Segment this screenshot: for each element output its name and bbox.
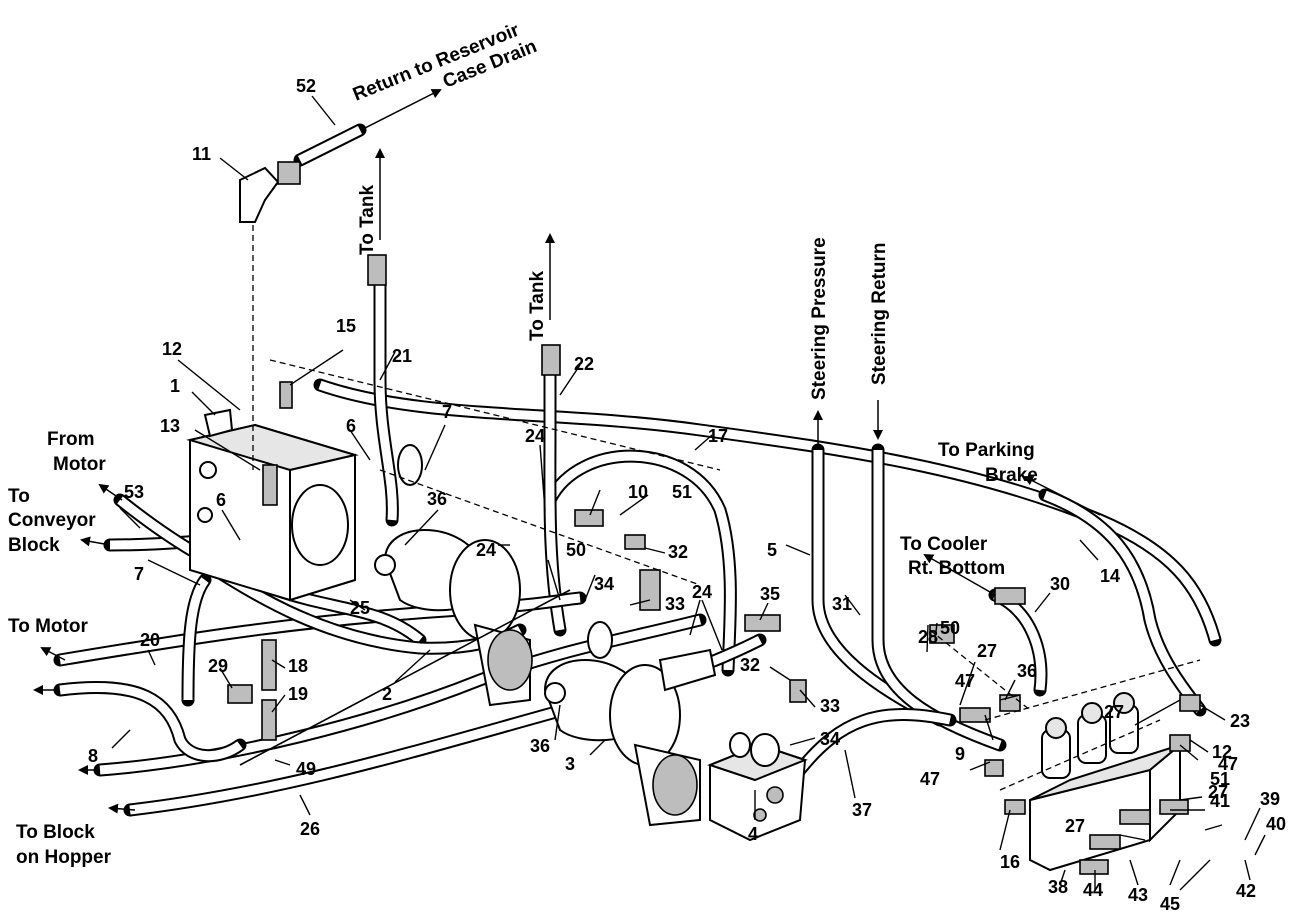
callout-44: 44 — [1083, 880, 1103, 900]
leader-lines — [111, 95, 1266, 891]
callout-35: 35 — [760, 584, 780, 604]
callout-45: 45 — [1160, 894, 1180, 914]
caption-to-tank-left: To Tank — [357, 185, 378, 255]
caption-from-motor-2: Motor — [53, 454, 106, 475]
pump-2 — [383, 529, 533, 707]
callout-20: 20 — [140, 630, 160, 650]
callout-12b: 12 — [1212, 742, 1232, 762]
callout-27b: 27 — [1104, 702, 1124, 722]
callout-29: 29 — [208, 656, 228, 676]
caption-to-parking-2: Brake — [985, 465, 1038, 486]
callout-52: 52 — [296, 76, 316, 96]
callout-32a: 32 — [668, 542, 688, 562]
callout-27c: 27 — [1208, 782, 1228, 802]
callout-27a: 27 — [977, 641, 997, 661]
callout-14: 14 — [1100, 566, 1120, 586]
callout-23: 23 — [1230, 711, 1250, 731]
callout-13: 13 — [160, 416, 180, 436]
callout-26: 26 — [300, 819, 320, 839]
callout-22: 22 — [574, 354, 594, 374]
callout-10: 10 — [628, 482, 648, 502]
callout-6a: 6 — [346, 416, 356, 436]
callout-32b: 32 — [740, 655, 760, 675]
callout-15: 15 — [336, 316, 356, 336]
callout-27d: 27 — [1065, 816, 1085, 836]
callout-34a: 34 — [594, 574, 614, 594]
caption-to-motor: To Motor — [8, 616, 88, 637]
callout-53: 53 — [124, 482, 144, 502]
callout-24b: 24 — [476, 540, 496, 560]
callout-16: 16 — [1000, 852, 1020, 872]
callout-40: 40 — [1266, 814, 1286, 834]
callout-42: 42 — [1236, 881, 1256, 901]
caption-to-conveyor-3: Block — [8, 535, 60, 556]
callout-7b: 7 — [134, 564, 144, 584]
callout-5: 5 — [767, 540, 777, 560]
callout-47c: 47 — [920, 769, 940, 789]
callout-51b: 51 — [1210, 769, 1230, 789]
callout-30: 30 — [1050, 574, 1070, 594]
housing-1 — [186, 408, 359, 602]
callout-31: 31 — [832, 594, 852, 614]
caption-to-parking-1: To Parking — [938, 440, 1035, 461]
tube-49 — [239, 589, 571, 766]
callout-25: 25 — [350, 598, 370, 618]
flow-arrows — [33, 89, 1101, 814]
callout-37: 37 — [852, 800, 872, 820]
caption-to-cooler-1: To Cooler — [900, 534, 988, 555]
callout-1: 1 — [170, 376, 180, 396]
caption-from-motor-1: From — [47, 429, 95, 450]
caption-to-cooler-2: Rt. Bottom — [908, 558, 1005, 579]
callout-38: 38 — [1048, 877, 1068, 897]
callout-12a: 12 — [162, 339, 182, 359]
callout-28: 28 — [918, 627, 938, 647]
caption-to-conveyor-1: To — [8, 486, 30, 507]
captions: Return to Reservoir Case Drain To Tank T… — [8, 19, 1038, 868]
callout-33b: 33 — [820, 696, 840, 716]
callout-50b: 50 — [940, 618, 960, 638]
callout-24a: 24 — [525, 426, 545, 446]
callout-17: 17 — [708, 426, 728, 446]
callout-3: 3 — [565, 754, 575, 774]
hose-bundle — [53, 123, 1222, 817]
callout-7a: 7 — [442, 402, 452, 422]
caption-steering-return: Steering Return — [869, 242, 890, 385]
callout-2: 2 — [382, 684, 392, 704]
caption-to-block-1: To Block — [16, 822, 95, 843]
callout-18: 18 — [288, 656, 308, 676]
callout-50a: 50 — [566, 540, 586, 560]
hidden-lines — [252, 225, 1201, 791]
callout-34b: 34 — [820, 729, 840, 749]
callout-33a: 33 — [665, 594, 685, 614]
callout-47b: 47 — [1218, 754, 1238, 774]
caption-to-tank-right: To Tank — [527, 271, 548, 341]
callout-36c: 36 — [530, 736, 550, 756]
callout-24c: 24 — [692, 582, 712, 602]
callout-8: 8 — [88, 746, 98, 766]
callout-4: 4 — [748, 824, 758, 844]
callout-9: 9 — [955, 744, 965, 764]
callout-11: 11 — [192, 144, 211, 164]
callout-6b: 6 — [216, 490, 226, 510]
callout-43: 43 — [1128, 885, 1148, 905]
callout-51a: 51 — [672, 482, 692, 502]
elbow-fitting-11 — [239, 161, 301, 223]
callout-47a: 47 — [955, 671, 975, 691]
callout-41: 41 — [1210, 791, 1230, 811]
callout-36b: 36 — [1017, 661, 1037, 681]
valve-block-38 — [1029, 692, 1181, 872]
callout-39: 39 — [1260, 789, 1280, 809]
caption-to-block-2: on Hopper — [16, 847, 112, 868]
callout-numbers: 52 11 15 12 21 22 1 13 6 7 17 24 36 10 5… — [88, 76, 1286, 914]
callout-19: 19 — [288, 684, 308, 704]
caption-steering-pressure: Steering Pressure — [809, 237, 830, 400]
callout-49: 49 — [296, 759, 316, 779]
callout-36a: 36 — [427, 489, 447, 509]
caption-to-conveyor-2: Conveyor — [8, 510, 96, 531]
pump-3 — [543, 648, 717, 827]
callout-21: 21 — [392, 346, 412, 366]
